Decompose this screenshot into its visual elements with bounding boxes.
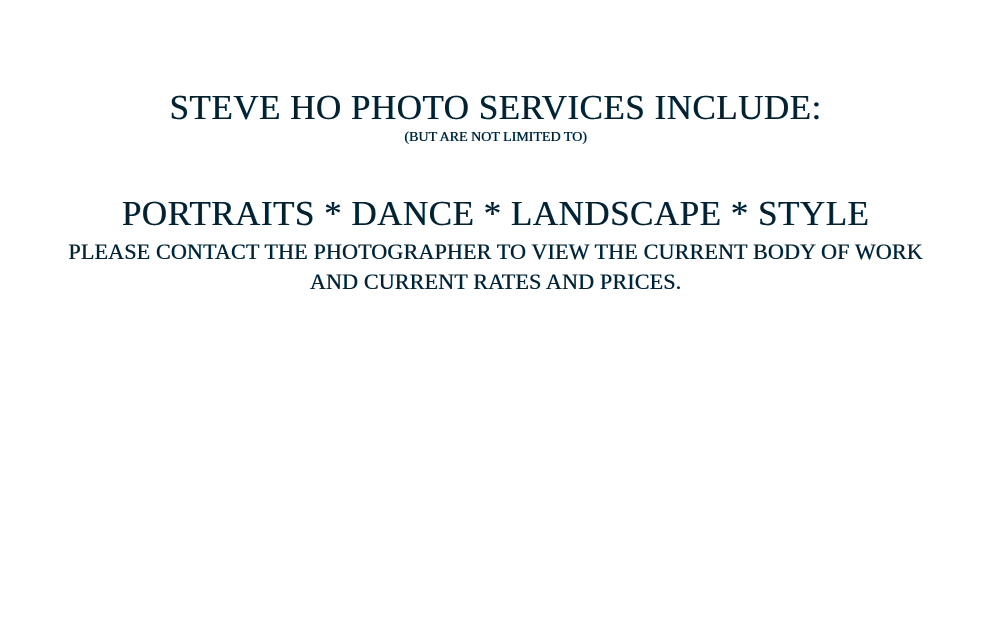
contact-text-line-1: Please contact the photographer to view … [68, 239, 923, 264]
services-list: Portraits * Dance * Landscape * Style [121, 194, 870, 233]
contact-text-line-2: and current rates and prices. [309, 269, 682, 294]
page-subtitle: (but are not limited to) [404, 130, 587, 145]
page-title: Steve Ho Photo Services include: [169, 88, 822, 127]
